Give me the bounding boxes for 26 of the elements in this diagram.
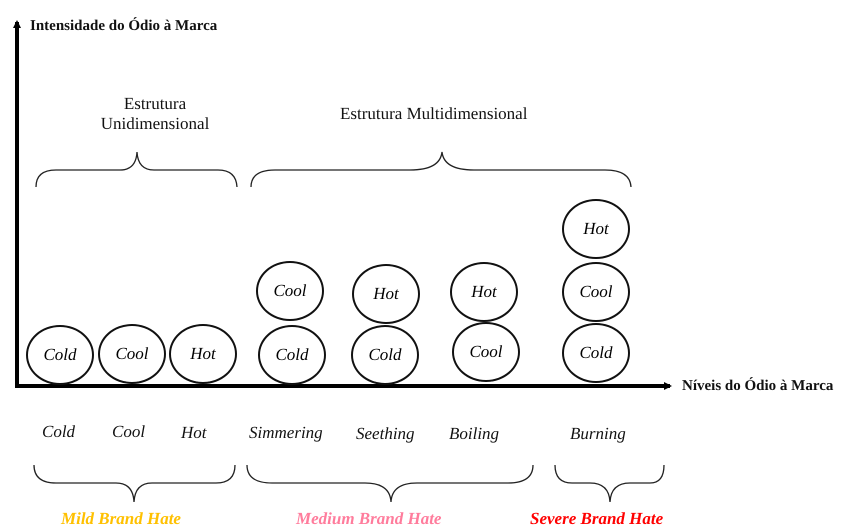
level-label: Simmering <box>249 423 323 443</box>
category-label: Mild Brand Hate <box>61 509 181 529</box>
level-label: Hot <box>181 423 206 443</box>
circle-node: Hot <box>562 199 630 259</box>
axis-label: Intensidade do Ódio à Marca <box>30 18 218 35</box>
circle-node: Cold <box>351 325 419 385</box>
circle-node: Cool <box>562 262 630 322</box>
level-label: Seething <box>356 424 415 444</box>
level-label: Cool <box>112 422 146 442</box>
circle-node: Hot <box>169 324 237 384</box>
circle-node: Cool <box>452 322 520 382</box>
circle-node: Hot <box>352 264 420 324</box>
circle-node: Cold <box>258 325 326 385</box>
structure-label: Estrutura Multidimensional <box>340 104 528 124</box>
circle-node: Hot <box>450 262 518 322</box>
level-label: Boiling <box>449 424 500 444</box>
circle-node: Cold <box>562 323 630 383</box>
category-label: Severe Brand Hate <box>530 509 664 529</box>
structure-label: Estrutura Unidimensional <box>100 94 210 134</box>
level-label: Cold <box>42 422 76 442</box>
circle-node: Cool <box>98 324 166 384</box>
axis-label: Níveis do Ódio à Marca <box>682 378 834 395</box>
circle-node: Cold <box>26 325 94 385</box>
category-label: Medium Brand Hate <box>296 509 442 529</box>
level-label: Burning <box>570 424 626 444</box>
circle-node: Cool <box>256 261 324 321</box>
